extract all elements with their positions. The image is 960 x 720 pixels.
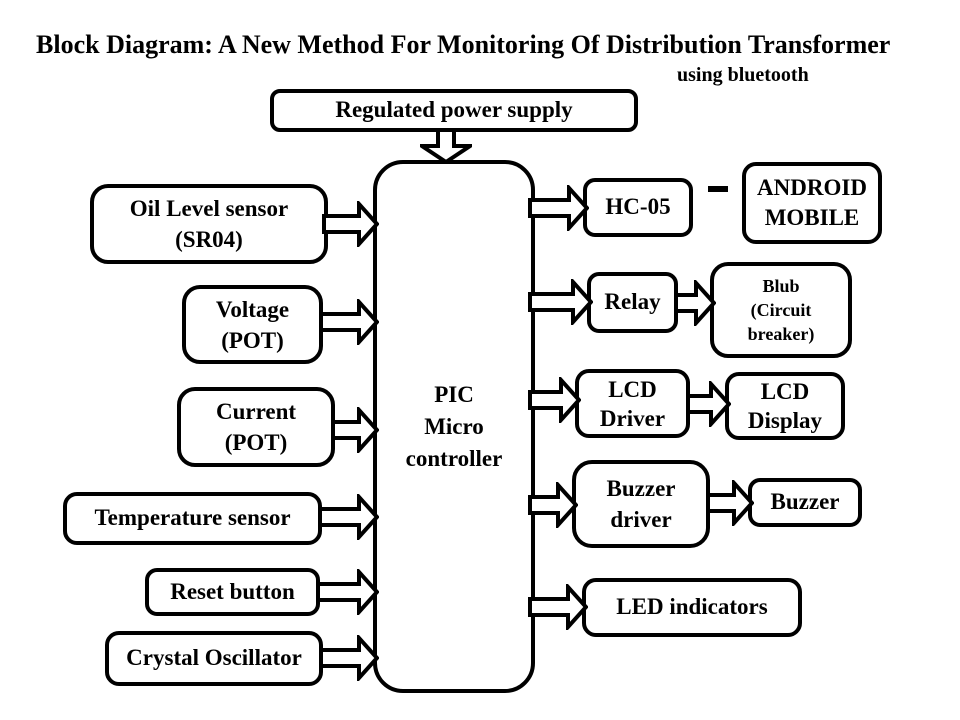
block-bulb-circuit-breaker: Blub (Circuit breaker) — [710, 262, 852, 358]
block-pic-microcontroller: PIC Micro controller — [373, 160, 535, 693]
arrow-pic-to-lcd-driver-icon — [528, 377, 581, 423]
block-oil-level-sensor: Oil Level sensor (SR04) — [90, 184, 328, 264]
arrow-oil-to-pic-icon — [322, 201, 379, 247]
block-label: Temperature sensor — [94, 505, 291, 531]
arrow-current-to-pic-icon — [331, 407, 379, 453]
block-label-line: (SR04) — [175, 227, 243, 252]
block-current-pot: Current (POT) — [177, 387, 335, 467]
block-label-line: Driver — [599, 405, 666, 431]
block-led-indicators: LED indicators — [582, 578, 802, 637]
block-label-line: Blub — [762, 276, 800, 296]
block-label-line: Oil Level sensor — [129, 196, 289, 221]
block-label-line: (Circuit — [750, 300, 812, 320]
block-label-line: (POT) — [224, 430, 288, 455]
arrow-reset-to-pic-icon — [316, 569, 379, 615]
block-label-line: Display — [747, 408, 823, 433]
block-label: Relay — [604, 289, 661, 315]
arrow-temperature-to-pic-icon — [318, 494, 379, 540]
block-label-line: Voltage — [215, 296, 290, 322]
block-hc05: HC-05 — [583, 178, 693, 237]
arrow-lcd-driver-to-display-icon — [686, 381, 731, 427]
block-voltage-pot: Voltage (POT) — [182, 285, 323, 364]
arrow-pic-to-hc05-icon — [528, 185, 589, 231]
diagram-title: Block Diagram: A New Method For Monitori… — [36, 30, 891, 59]
arrow-crystal-to-pic-icon — [319, 635, 379, 681]
block-regulated-power-supply: Regulated power supply — [270, 89, 638, 132]
block-label-line: breaker) — [747, 324, 815, 344]
block-android-mobile: ANDROID MOBILE — [742, 162, 882, 244]
block-label-line: controller — [405, 445, 503, 471]
block-crystal-oscillator: Crystal Oscillator — [105, 631, 323, 686]
diagram-subtitle: using bluetooth — [677, 64, 809, 86]
block-label: Buzzer — [770, 489, 840, 515]
block-label-line: MOBILE — [764, 205, 860, 230]
link-dash-hc05-android — [708, 186, 728, 192]
block-label: Crystal Oscillator — [126, 645, 302, 671]
arrow-pic-to-buzzer-driver-icon — [528, 482, 578, 528]
arrow-pic-to-led-icon — [528, 584, 588, 630]
block-lcd-display: LCD Display — [725, 372, 845, 440]
block-label: LED indicators — [616, 594, 768, 620]
block-buzzer-driver: Buzzer driver — [572, 460, 710, 548]
arrow-voltage-to-pic-icon — [319, 299, 379, 345]
block-label-line: PIC — [434, 381, 474, 407]
arrow-buzzer-driver-to-buzzer-icon — [706, 480, 754, 526]
block-label: Regulated power supply — [335, 97, 573, 123]
block-temperature-sensor: Temperature sensor — [63, 492, 322, 545]
block-label-line: Micro — [424, 413, 484, 439]
block-label-line: (POT) — [221, 327, 284, 353]
arrow-relay-to-bulb-icon — [674, 280, 716, 326]
block-label-line: Buzzer — [606, 476, 676, 501]
block-buzzer: Buzzer — [748, 478, 862, 527]
block-lcd-driver: LCD Driver — [575, 369, 690, 438]
block-label: Reset button — [170, 578, 295, 604]
block-label-line: ANDROID — [757, 175, 867, 200]
arrow-pic-to-relay-icon — [528, 279, 593, 325]
block-label-line: LCD — [608, 376, 657, 402]
block-label-line: driver — [610, 507, 672, 532]
block-label-line: Current — [215, 399, 297, 424]
block-reset-button: Reset button — [145, 568, 320, 616]
block-label: HC-05 — [605, 194, 671, 220]
block-label-line: LCD — [760, 379, 810, 404]
arrow-power-to-pic-icon — [420, 128, 472, 164]
block-relay: Relay — [587, 272, 678, 333]
